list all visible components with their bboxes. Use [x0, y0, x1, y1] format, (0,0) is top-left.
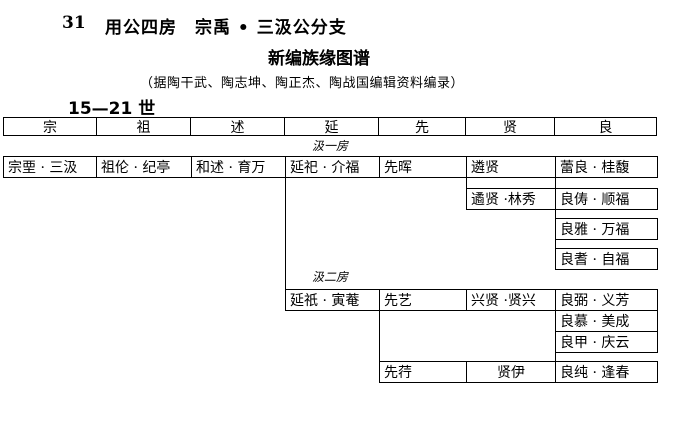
person-cell: 良纯 · 逢春 [555, 361, 658, 383]
person-cell: 良慕 · 美成 [555, 310, 658, 332]
document-number: 31 [62, 13, 86, 33]
person-cell: 延祇 · 寅菴 [285, 289, 380, 311]
header-gen-1: 宗 [3, 117, 97, 136]
branch-label-2: 汲二房 [312, 270, 349, 284]
person-cell: 祖伦 · 纪亭 [96, 156, 192, 178]
header-gen-4: 延 [284, 117, 379, 136]
person-cell: 蕾良 · 桂馥 [555, 156, 658, 178]
header-gen-2: 祖 [96, 117, 191, 136]
source-note: （据陶干武、陶志坤、陶正杰、陶战国编辑资料编录） [140, 76, 465, 91]
person-cell: 先晖 [379, 156, 467, 178]
person-cell: 和述 · 育万 [191, 156, 286, 178]
header-gen-6: 贤 [465, 117, 555, 136]
person-cell: 先荇 [379, 361, 467, 383]
person-cell: 兴贤 ·贤兴 [466, 289, 556, 311]
person-cell: 贤伊 [466, 361, 556, 383]
generation-range: 15—21 世 [68, 99, 156, 119]
header-gen-3: 述 [190, 117, 285, 136]
person-cell: 遴贤 [466, 156, 556, 178]
person-cell: 延祀 · 介福 [285, 156, 380, 178]
person-cell: 良雅 · 万福 [555, 218, 658, 240]
header-gen-5: 先 [378, 117, 466, 136]
person-cell: 宗垔 · 三汲 [3, 156, 97, 178]
person-cell: 良弼 · 义芳 [555, 289, 658, 311]
person-cell: 遹贤 ·林秀 [466, 188, 556, 210]
header-gen-7: 良 [554, 117, 657, 136]
branch-label-1: 汲一房 [312, 139, 349, 153]
generation-header-row: 宗 祖 述 延 先 贤 良 [3, 117, 657, 136]
person-cell: 良甲 · 庆云 [555, 331, 658, 353]
connector-line [285, 177, 286, 310]
person-cell: 良耆 · 自福 [555, 248, 658, 270]
connector-line [379, 310, 380, 383]
person-cell: 良俦 · 顺福 [555, 188, 658, 210]
person-cell: 先艺 [379, 289, 467, 311]
document-subtitle: 新编族缘图谱 [268, 49, 370, 69]
document-title: 用公四房 宗禹 • 三汲公分支 [105, 18, 347, 38]
